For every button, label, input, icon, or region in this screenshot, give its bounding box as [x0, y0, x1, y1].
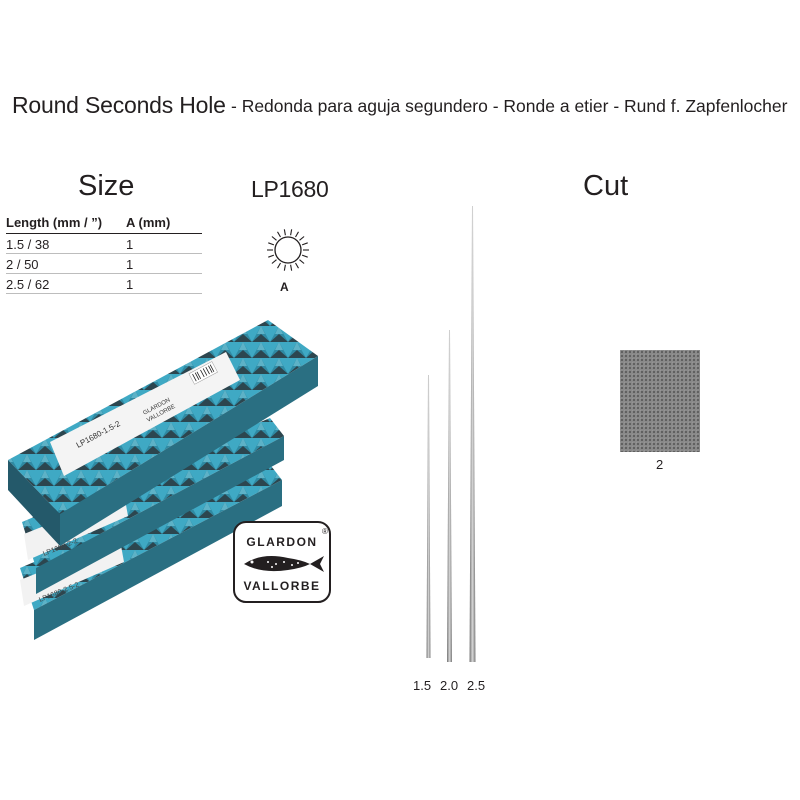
profile-tooth	[290, 264, 293, 271]
table-cell-length: 2 / 50	[6, 253, 126, 274]
table-row: 2.5 / 62 1	[6, 273, 202, 294]
svg-text:VALLORBE: VALLORBE	[243, 579, 320, 593]
needle-file-2-0	[447, 330, 452, 662]
profile-tooth	[295, 262, 299, 269]
box-barcode	[188, 361, 218, 385]
table-header-length: Length (mm / ”)	[6, 214, 126, 234]
profile-tooth	[271, 259, 277, 264]
profile-tooth	[301, 242, 308, 246]
profile-tooth	[290, 229, 293, 236]
profile-tooth	[299, 259, 305, 264]
round-profile-icon	[267, 229, 309, 271]
needle-file-1-5	[426, 375, 431, 658]
svg-text:®: ®	[322, 527, 328, 536]
needle-label-2-5: 2.5	[467, 678, 486, 693]
product-code: LP1680	[251, 176, 329, 202]
table-row: 1.5 / 38 1	[6, 233, 202, 254]
page-subtitle: - Redonda para aguja segundero - Ronde a…	[231, 96, 788, 116]
table-row: 2 / 50 1	[6, 253, 202, 274]
cut-heading: Cut	[583, 170, 629, 202]
profile-tooth	[283, 264, 286, 271]
table-cell-length: 2.5 / 62	[6, 273, 126, 294]
needle-label-1-5: 1.5	[413, 678, 432, 693]
fish-icon	[244, 556, 324, 572]
table-header-row: Length (mm / ”) A (mm)	[6, 214, 202, 234]
table-cell-a: 1	[126, 233, 202, 254]
needle-files-image	[426, 206, 476, 662]
page-title: Round Seconds Hole	[12, 92, 226, 118]
profile-tooth	[268, 254, 275, 258]
table-cell-a: 1	[126, 253, 202, 274]
profile-tooth	[301, 254, 308, 258]
product-boxes-image: LP1680-2.5-2 LP1680-2-2 LP1680-1.5-2 GLA…	[8, 320, 318, 640]
profile-tooth	[295, 231, 299, 238]
profile-tooth	[299, 236, 305, 241]
product-box-top: LP1680-1.5-2 GLARDON VALLORBE	[8, 320, 318, 546]
size-heading: Size	[78, 170, 135, 202]
table-cell-length: 1.5 / 38	[6, 233, 126, 254]
profile-tooth	[268, 242, 275, 246]
needle-label-2-0: 2.0	[440, 678, 459, 693]
table-cell-a: 1	[126, 273, 202, 294]
profile-tooth	[283, 229, 286, 236]
glardon-vallorbe-logo: GLARDON ® VALLORBE	[233, 521, 331, 603]
profile-tooth	[277, 262, 281, 269]
cut-label: 2	[656, 457, 664, 472]
profile-tooth	[271, 236, 277, 241]
table-header-a: A (mm)	[126, 214, 202, 234]
size-table: Length (mm / ”) A (mm) 1.5 / 38 1 2 / 50…	[6, 214, 202, 294]
svg-text:GLARDON: GLARDON	[246, 535, 317, 549]
profile-label: A	[280, 280, 289, 294]
cut-texture-swatch	[620, 350, 700, 452]
profile-tooth	[277, 231, 281, 238]
needle-file-2-5	[469, 206, 476, 662]
